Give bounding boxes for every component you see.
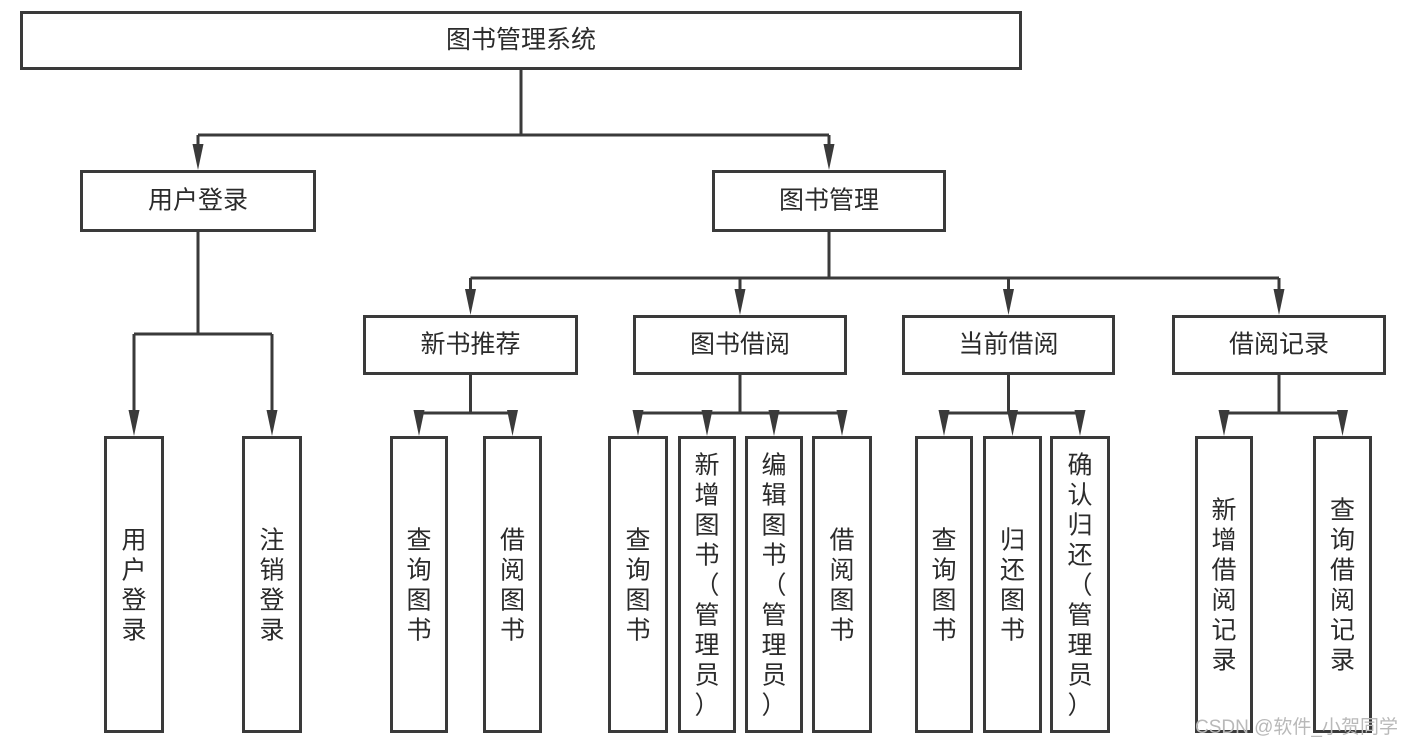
- node-rect: [1195, 436, 1253, 733]
- node-label-vertical: 归还图书: [1000, 527, 1025, 645]
- node-label-vertical: 借阅图书: [829, 527, 854, 645]
- arrow-head-icon: [1007, 410, 1018, 436]
- node-label-vertical: 注销登录: [259, 527, 284, 645]
- node-label: 图书管理: [779, 187, 879, 215]
- arrow-head-icon: [1337, 410, 1348, 436]
- node-label-vertical: 确认归还（管理员）: [1067, 452, 1092, 720]
- arrow-head-icon: [1003, 289, 1014, 315]
- node-level3-2[interactable]: 当前借阅: [902, 315, 1115, 375]
- node-leaf-10[interactable]: 确认归还（管理员）: [1050, 436, 1110, 733]
- node-rect: [745, 436, 803, 733]
- node-level3-1[interactable]: 图书借阅: [633, 315, 847, 375]
- node-leaf-12[interactable]: 查询借阅记录: [1313, 436, 1372, 733]
- csdn-watermark: CSDN @软件_小贺同学: [1195, 716, 1398, 738]
- arrow-head-icon: [938, 410, 950, 436]
- node-leaf-2[interactable]: 查询图书: [390, 436, 448, 733]
- arrow-head-icon: [192, 144, 204, 170]
- node-label: 当前借阅: [958, 331, 1058, 359]
- node-label-vertical: 查询借阅记录: [1330, 497, 1355, 675]
- node-label-vertical: 新增图书（管理员）: [694, 452, 719, 720]
- node-leaf-11[interactable]: 新增借阅记录: [1195, 436, 1253, 733]
- node-level3-3[interactable]: 借阅记录: [1172, 315, 1386, 375]
- node-rect: [678, 436, 736, 733]
- arrow-head-icon: [465, 289, 476, 315]
- node-leaf-1[interactable]: 注销登录: [242, 436, 302, 733]
- node-label-vertical: 编辑图书（管理员）: [761, 452, 786, 720]
- node-label-vertical: 查询图书: [931, 527, 956, 645]
- arrow-head-icon: [701, 410, 713, 436]
- node-rect: [363, 315, 578, 375]
- node-level3-0[interactable]: 新书推荐: [363, 315, 578, 375]
- node-rect: [712, 170, 946, 232]
- node-root-0[interactable]: 图书管理系统: [20, 11, 1022, 70]
- arrow-head-icon: [836, 410, 848, 436]
- node-rect: [902, 315, 1115, 375]
- arrow-head-icon: [413, 410, 425, 436]
- arrow-head-icon: [128, 410, 140, 436]
- arrow-head-icon: [266, 410, 278, 436]
- node-leaf-8[interactable]: 查询图书: [915, 436, 973, 733]
- node-rect: [80, 170, 316, 232]
- node-level2-1[interactable]: 图书管理: [712, 170, 946, 232]
- node-label-vertical: 新增借阅记录: [1211, 497, 1236, 675]
- node-leaf-7[interactable]: 借阅图书: [812, 436, 872, 733]
- node-label: 用户登录: [148, 187, 248, 215]
- node-rect: [915, 436, 973, 733]
- connectors-layer: [128, 70, 1348, 436]
- node-leaf-0[interactable]: 用户登录: [104, 436, 164, 733]
- node-label: 新书推荐: [420, 331, 520, 359]
- node-label: 借阅记录: [1229, 331, 1329, 359]
- arrow-head-icon: [507, 410, 518, 436]
- node-leaf-9[interactable]: 归还图书: [983, 436, 1042, 733]
- node-rect: [812, 436, 872, 733]
- arrow-head-icon: [823, 144, 835, 170]
- node-label: 图书管理系统: [446, 26, 596, 54]
- arrow-head-icon: [1074, 410, 1086, 436]
- node-level2-0[interactable]: 用户登录: [80, 170, 316, 232]
- node-rect: [483, 436, 542, 733]
- node-leaf-6[interactable]: 编辑图书（管理员）: [745, 436, 803, 733]
- node-label-vertical: 借阅图书: [500, 527, 525, 645]
- node-label-vertical: 用户登录: [121, 527, 146, 645]
- node-rect: [983, 436, 1042, 733]
- node-rect: [1172, 315, 1386, 375]
- node-rect: [390, 436, 448, 733]
- node-label-vertical: 查询图书: [406, 527, 431, 645]
- node-rect: [20, 11, 1022, 70]
- node-rect: [1050, 436, 1110, 733]
- arrow-head-icon: [768, 410, 780, 436]
- node-leaf-4[interactable]: 查询图书: [608, 436, 668, 733]
- node-leaf-5[interactable]: 新增图书（管理员）: [678, 436, 736, 733]
- arrow-head-icon: [1273, 289, 1285, 315]
- node-label: 图书借阅: [690, 331, 790, 359]
- node-rect: [242, 436, 302, 733]
- node-rect: [104, 436, 164, 733]
- arrow-head-icon: [734, 289, 746, 315]
- node-leaf-3[interactable]: 借阅图书: [483, 436, 542, 733]
- arrow-head-icon: [632, 410, 644, 436]
- node-rect: [608, 436, 668, 733]
- node-rect: [633, 315, 847, 375]
- node-rect: [1313, 436, 1372, 733]
- nodes-layer: 图书管理系统用户登录图书管理新书推荐图书借阅当前借阅借阅记录用户登录注销登录查询…: [20, 11, 1386, 733]
- arrow-head-icon: [1218, 410, 1230, 436]
- node-label-vertical: 查询图书: [625, 527, 650, 645]
